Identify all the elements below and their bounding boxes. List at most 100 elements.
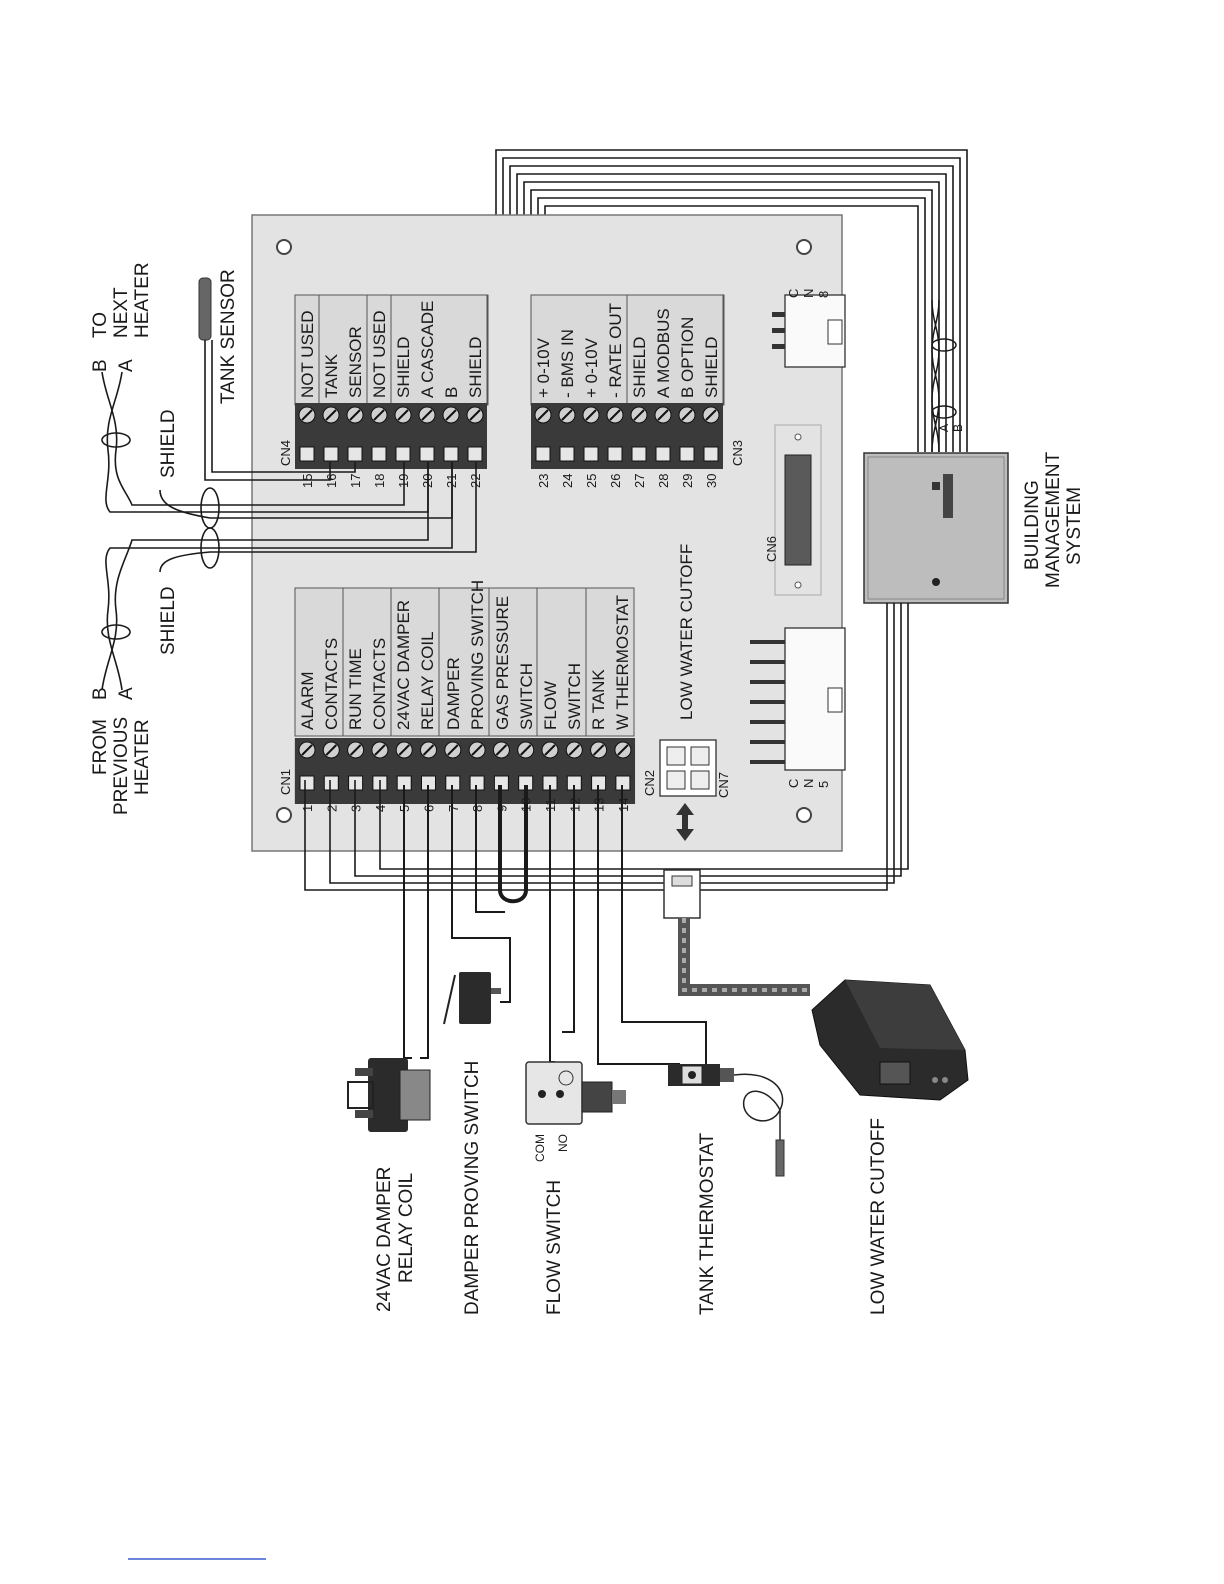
- cn5-label: C N 5: [786, 779, 831, 788]
- cn1-label-contacts: CONTACTS: [322, 638, 341, 730]
- cn1-terminal-body: [294, 738, 636, 804]
- cn1-label-box: [294, 587, 635, 737]
- cn1-label-alarm: ALARM: [298, 671, 317, 730]
- flow-switch-label: FLOW SWITCH: [544, 1180, 565, 1315]
- cn1-label-flow: FLOW: [541, 681, 560, 730]
- cn4-label: CN4: [278, 440, 293, 466]
- cn6-connector: [784, 454, 812, 566]
- cn3-terminal-wire-port-28: [655, 446, 671, 462]
- cn3-terminal-wire-port-23: [535, 446, 551, 462]
- cn1-terminal-number-3: 3: [349, 805, 364, 812]
- cn3-terminal-wire-port-26: [607, 446, 623, 462]
- cn3-labels: + 0-10V - BMS IN + 0-10V - RATE OUT SHIE…: [534, 303, 721, 398]
- svg-text:SHIELD: SHIELD: [158, 409, 179, 478]
- cn4-terminal-wire-port-15: [299, 446, 315, 462]
- svg-text:HEATER: HEATER: [132, 262, 153, 338]
- svg-text:A: A: [937, 424, 951, 432]
- svg-text:C: C: [786, 289, 801, 298]
- cn1-label-r-tank: R TANK: [589, 669, 608, 730]
- cn4-terminal-wire-port-16: [323, 446, 339, 462]
- svg-text:NEXT: NEXT: [111, 287, 132, 338]
- cn1-terminal-number-1: 1: [300, 805, 315, 812]
- cn1-label-relay-coil: RELAY COIL: [418, 631, 437, 730]
- svg-text:RELAY COIL: RELAY COIL: [396, 1173, 417, 1283]
- svg-text:BUILDING: BUILDING: [1022, 480, 1043, 570]
- cn4-terminal-number-18: 18: [372, 474, 387, 488]
- low-water-cutoff-header: LOW WATER CUTOFF: [677, 544, 696, 720]
- tank-thermostat-label: TANK THERMOSTAT: [697, 1132, 718, 1315]
- cn4-label-shield-2: SHIELD: [466, 337, 485, 398]
- cn1-label-damper: DAMPER: [444, 657, 463, 730]
- cn4-terminal-wire-port-17: [347, 446, 363, 462]
- cn8-connector: [772, 294, 846, 368]
- flow-switch-device: [525, 1061, 626, 1125]
- cn7-plug: [659, 739, 717, 797]
- cn4-terminal-wire-port-22: [467, 446, 483, 462]
- cn1-terminal-wire-port-2: [323, 775, 339, 791]
- cn4-terminal-number-17: 17: [348, 474, 363, 488]
- svg-text:TO: TO: [90, 312, 111, 338]
- double-arrow-icon: [676, 803, 694, 841]
- svg-text:B: B: [90, 687, 111, 700]
- cn3-terminal-number-29: 29: [680, 474, 695, 488]
- cn3-terminal-number-24: 24: [560, 474, 575, 488]
- cn8-label: C N 8: [786, 289, 831, 298]
- cn3-terminal-wire-port-25: [583, 446, 599, 462]
- cn4-terminal-wire-port-20: [419, 446, 435, 462]
- tank-thermostat-device: [668, 1064, 785, 1177]
- cn4-label-not-used: NOT USED: [298, 310, 317, 398]
- cn1-label-24vac-damper: 24VAC DAMPER: [394, 600, 413, 730]
- cascade-wires: [101, 371, 477, 691]
- cn3-label-rate-plus: + 0-10V: [582, 337, 601, 398]
- cn2-label: CN2: [642, 770, 657, 796]
- cn7-label: CN7: [716, 772, 731, 798]
- svg-text:N: N: [801, 779, 816, 788]
- bms-twisted-pair: [931, 299, 957, 453]
- bms-label: BUILDING MANAGEMENT SYSTEM A B: [937, 424, 1085, 588]
- cn3-label-bms-minus: - BMS IN: [558, 329, 577, 398]
- svg-text:A: A: [116, 359, 137, 372]
- cn4-terminal-wire-port-18: [371, 446, 387, 462]
- cn1-terminal-number-8: 8: [470, 805, 485, 812]
- cn3-label-b-option: B OPTION: [678, 317, 697, 398]
- svg-text:5: 5: [816, 781, 831, 788]
- mount-hole: [276, 807, 292, 823]
- tank-sensor-label: TANK SENSOR: [218, 269, 239, 404]
- cn3-terminal-number-26: 26: [608, 474, 623, 488]
- cn4-terminal-wire-port-21: [443, 446, 459, 462]
- cn3-label-rate-minus: - RATE OUT: [606, 303, 625, 398]
- cn1-label-switch-2: SWITCH: [565, 663, 584, 730]
- cn1-terminal-wire-port-1: [299, 775, 315, 791]
- cn1-labels: ALARM CONTACTS RUN TIME CONTACTS 24VAC D…: [298, 580, 632, 730]
- cn3-terminal-number-28: 28: [656, 474, 671, 488]
- svg-text:8: 8: [816, 291, 831, 298]
- mount-hole: [276, 239, 292, 255]
- cn3-terminal-number-30: 30: [704, 474, 719, 488]
- svg-text:PREVIOUS: PREVIOUS: [111, 717, 132, 815]
- cn4-label-a-cascade: A CASCADE: [418, 301, 437, 398]
- cn1-label-gas-pressure: GAS PRESSURE: [493, 596, 512, 730]
- svg-text:SYSTEM: SYSTEM: [1064, 487, 1085, 565]
- cn4-label-b: B: [442, 387, 461, 398]
- cn4-labels: NOT USED TANK SENSOR NOT USED SHIELD A C…: [298, 301, 485, 398]
- cn4-label-tank: TANK: [322, 353, 341, 398]
- svg-text:24VAC DAMPER: 24VAC DAMPER: [374, 1167, 395, 1312]
- cn3-label-shield: SHIELD: [630, 337, 649, 398]
- cn3-terminal-number-27: 27: [632, 474, 647, 488]
- mount-hole: [796, 239, 812, 255]
- svg-text:B: B: [951, 424, 965, 432]
- bms-box: [863, 452, 1009, 604]
- cn3-terminal-number-23: 23: [536, 474, 551, 488]
- cn3-label-a-modbus: A MODBUS: [654, 308, 673, 398]
- cn1-label-proving-switch: PROVING SWITCH: [468, 580, 487, 730]
- cn3-terminal-wire-port-27: [631, 446, 647, 462]
- svg-text:N: N: [801, 289, 816, 298]
- cn4-label-sensor: SENSOR: [346, 326, 365, 398]
- cn4-terminal-number-16: 16: [324, 474, 339, 488]
- flow-no-label: NO: [556, 1134, 570, 1152]
- cn1-terminal-number-13: 13: [592, 798, 607, 812]
